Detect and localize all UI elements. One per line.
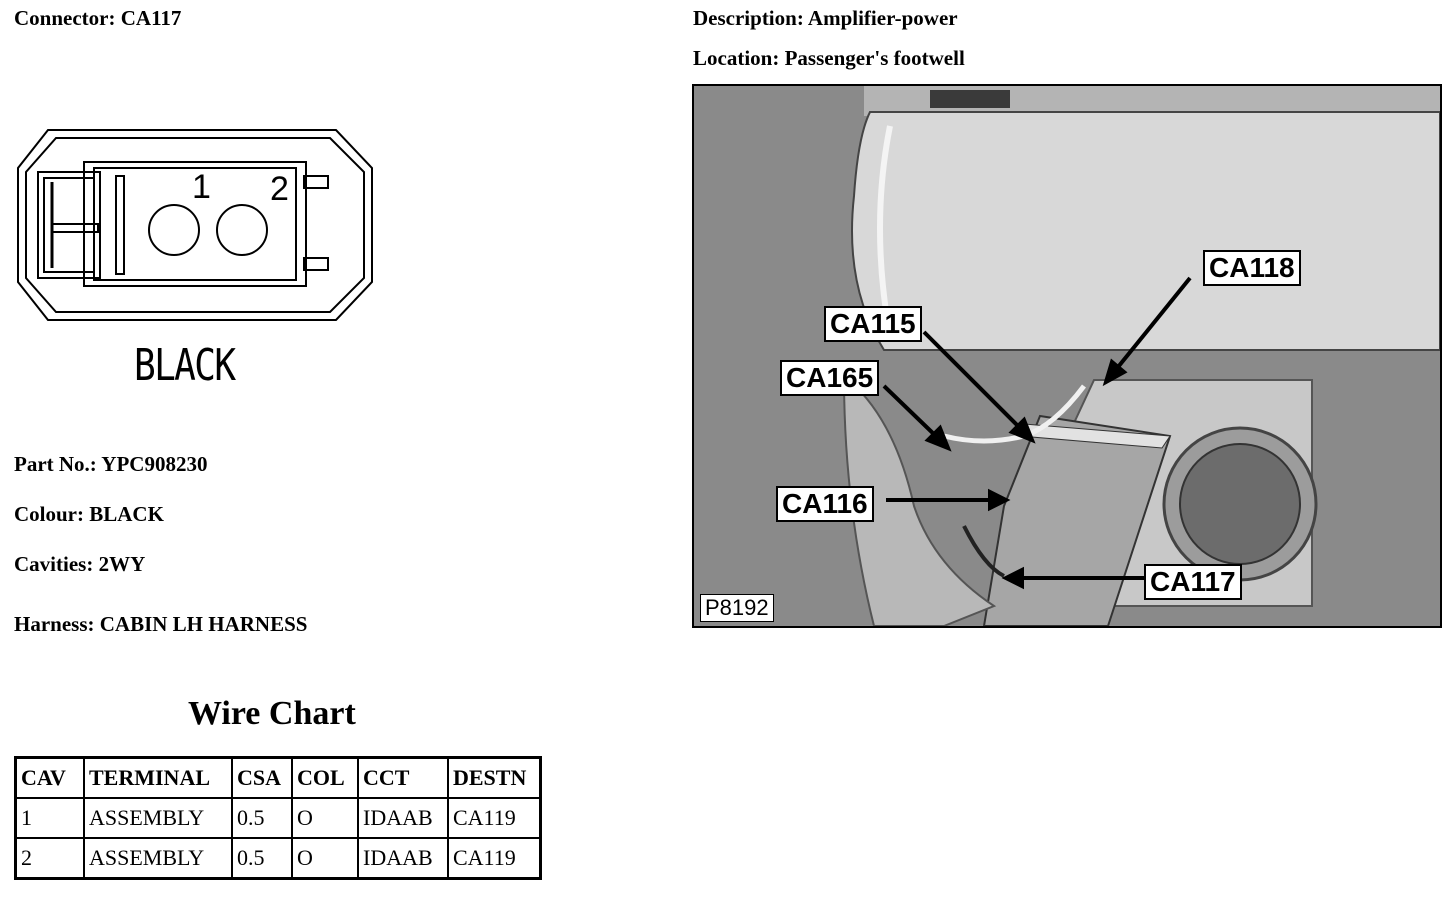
colour-field: Colour: BLACK (14, 502, 164, 526)
table-header-row: CAV TERMINAL CSA COL CCT DESTN (14, 756, 542, 799)
connector-face-diagram: 1 2 (17, 129, 373, 321)
cell-col: O (291, 837, 359, 880)
table-row: 1 ASSEMBLY 0.5 O IDAAB CA119 (14, 797, 542, 839)
cell-terminal: ASSEMBLY (83, 837, 233, 880)
callout-ca116: CA116 (776, 486, 874, 522)
arrow-ca165 (882, 384, 942, 442)
vent-grille (930, 90, 1010, 108)
wire-chart-title: Wire Chart (188, 695, 356, 732)
colour-value: BLACK (89, 502, 164, 526)
cavity-2 (216, 204, 268, 256)
colour-label: Colour: (14, 502, 84, 526)
wire-ca117 (962, 525, 1005, 578)
location-photo: CA118 CA115 CA165 CA116 CA117 P8192 (692, 84, 1442, 628)
arrow-head-ca116 (988, 488, 1011, 512)
callout-ca118: CA118 (1203, 250, 1301, 286)
description-value: Amplifier-power (807, 6, 958, 30)
right-tab-bottom (303, 257, 329, 271)
arrow-ca118 (1112, 276, 1192, 374)
cavities-value: 2WY (98, 552, 146, 576)
cell-cct: IDAAB (357, 837, 449, 880)
callout-ca165: CA165 (780, 360, 880, 396)
latch-key (51, 223, 99, 233)
part-no-label: Part No.: (14, 452, 97, 476)
header-cav: CAV (14, 756, 85, 799)
photo-illustration (694, 86, 1440, 626)
right-tab-top (303, 175, 329, 189)
arrow-head-ca118 (1102, 358, 1128, 387)
cell-col: O (291, 797, 359, 839)
cell-csa: 0.5 (231, 837, 293, 880)
header-terminal: TERMINAL (83, 756, 233, 799)
photo-reference: P8192 (700, 594, 774, 622)
cavities-label: Cavities: (14, 552, 94, 576)
cell-destn: CA119 (447, 837, 542, 880)
harness-field: Harness: CABIN LH HARNESS (14, 612, 307, 636)
cell-destn: CA119 (447, 797, 542, 839)
cell-cav: 1 (14, 797, 85, 839)
header-col: COL (291, 756, 359, 799)
connector-label: Connector: (14, 6, 116, 30)
divider-bar (115, 175, 125, 275)
housing-inner (25, 137, 365, 313)
location-label: Location: (693, 46, 780, 70)
speaker-grille (1179, 443, 1301, 565)
header-cct: CCT (357, 756, 449, 799)
housing-outer (17, 129, 373, 321)
table-row: 2 ASSEMBLY 0.5 O IDAAB CA119 (14, 837, 542, 880)
cavity-1 (148, 204, 200, 256)
description-label: Description: (693, 6, 804, 30)
part-no-field: Part No.: YPC908230 (14, 452, 207, 476)
location-value: Passenger's footwell (784, 46, 965, 70)
connector-color-label: BLACK (134, 340, 236, 391)
wire-chart-table: CAV TERMINAL CSA COL CCT DESTN 1 ASSEMBL… (14, 756, 542, 880)
connector-value: CA117 (120, 6, 182, 30)
cell-csa: 0.5 (231, 797, 293, 839)
cell-cct: IDAAB (357, 797, 449, 839)
description-field: Description: Amplifier-power (693, 6, 958, 30)
part-no-value: YPC908230 (101, 452, 208, 476)
amplifier (982, 414, 1172, 626)
latch-outer (37, 171, 101, 279)
header-destn: DESTN (447, 756, 542, 799)
cell-cav: 2 (14, 837, 85, 880)
connector-field: Connector: CA117 (14, 6, 181, 30)
arrow-head-ca165 (924, 424, 952, 452)
harness-label: Harness: (14, 612, 95, 636)
glovebox (851, 111, 1440, 351)
callout-ca115: CA115 (824, 306, 922, 342)
location-field: Location: Passenger's footwell (693, 46, 965, 70)
cavities-field: Cavities: 2WY (14, 552, 145, 576)
cell-terminal: ASSEMBLY (83, 797, 233, 839)
harness-value: CABIN LH HARNESS (99, 612, 308, 636)
pin-label-2: 2 (270, 170, 289, 208)
arrow-head-ca117 (1001, 566, 1024, 590)
pin-label-1: 1 (192, 168, 211, 206)
arrow-ca115 (922, 330, 1026, 434)
header-csa: CSA (231, 756, 293, 799)
callout-ca117: CA117 (1144, 564, 1242, 600)
arrow-head-ca115 (1008, 416, 1036, 444)
